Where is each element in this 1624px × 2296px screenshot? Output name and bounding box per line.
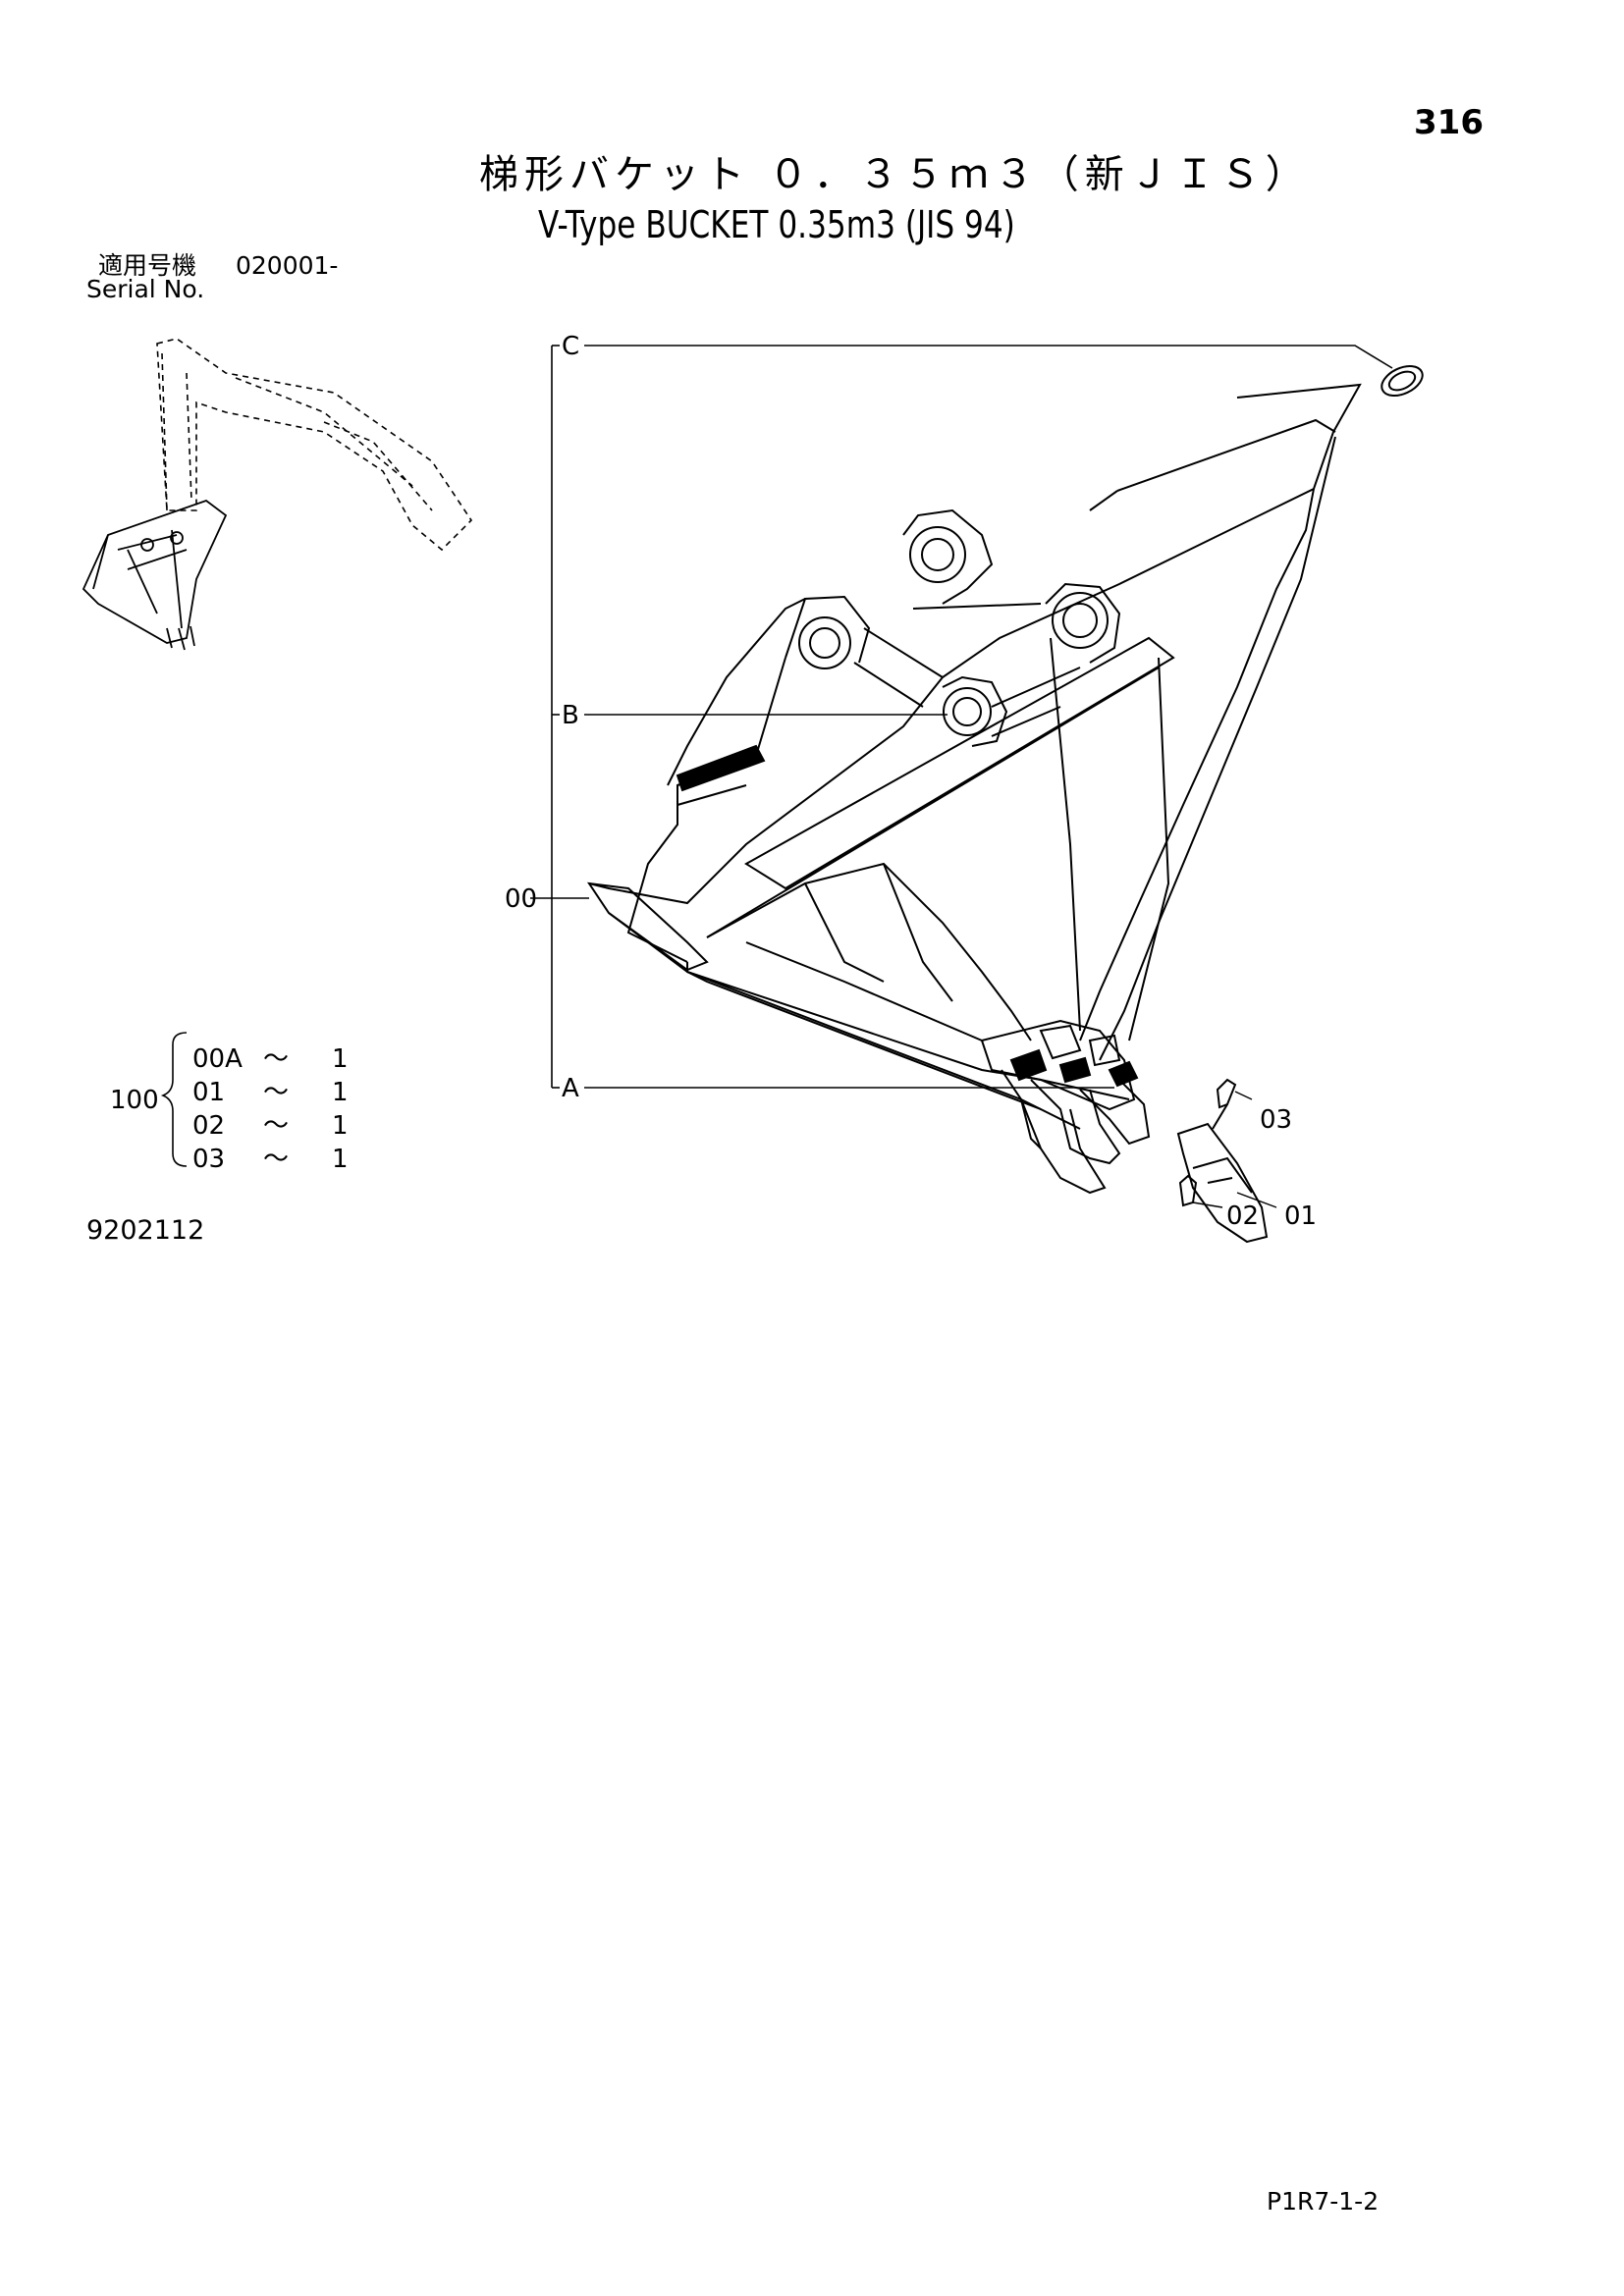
page-title-english: V-Type BUCKET 0.35m3 (JIS 94) — [538, 203, 1015, 246]
lock-pin — [1178, 1174, 1198, 1207]
assembly-number: 100 — [110, 1086, 159, 1115]
serial-number-value: 020001- — [236, 251, 339, 280]
kit-row: 00A ～ 1 — [192, 1039, 349, 1075]
callout-c: C — [562, 332, 580, 361]
bucket-main-drawing — [586, 364, 1424, 1244]
callout-a: A — [562, 1074, 579, 1103]
footer-code: P1R7-1-2 — [1267, 2187, 1380, 2216]
kit-qty: 1 — [332, 1044, 349, 1074]
kit-row: 03 ～ 1 — [192, 1139, 349, 1175]
bucket-thumbnail — [81, 499, 228, 651]
teeth-row — [980, 1019, 1151, 1195]
callout-bracket — [530, 345, 1393, 1089]
page-title-japanese: 梯形バケット ０．３５ｍ３（新ＪＩＳ） — [479, 152, 1311, 197]
page-number: 316 — [1414, 103, 1484, 142]
callout-part-00: 00 — [505, 884, 538, 914]
kit-code: 03 — [192, 1145, 226, 1174]
kit-separator: ～ — [263, 1145, 290, 1174]
kit-row: 01 ～ 1 — [192, 1072, 349, 1108]
callout-part-02: 02 — [1226, 1201, 1260, 1231]
serial-label-english: Serial No. — [86, 275, 205, 303]
kit-code: 02 — [192, 1111, 226, 1141]
serial-label-japanese: 適用号機 — [98, 251, 197, 280]
callout-part-01: 01 — [1284, 1201, 1318, 1231]
kit-qty: 1 — [332, 1145, 349, 1174]
kit-separator: ～ — [263, 1111, 290, 1141]
callout-b: B — [562, 701, 579, 730]
tooth-exploded — [1176, 1122, 1269, 1244]
excavator-arm-thumbnail — [156, 338, 473, 552]
drawing-id: 9202112 — [86, 1215, 205, 1246]
kit-qty: 1 — [332, 1111, 349, 1141]
kit-code: 01 — [192, 1078, 226, 1107]
kit-qty: 1 — [332, 1078, 349, 1107]
kit-separator: ～ — [263, 1078, 290, 1107]
kit-brace — [160, 1032, 188, 1167]
callout-part-03: 03 — [1260, 1105, 1293, 1135]
side-pin — [1212, 1078, 1237, 1130]
kit-row: 02 ～ 1 — [192, 1105, 349, 1142]
kit-separator: ～ — [263, 1044, 290, 1074]
kit-code: 00A — [192, 1044, 243, 1074]
